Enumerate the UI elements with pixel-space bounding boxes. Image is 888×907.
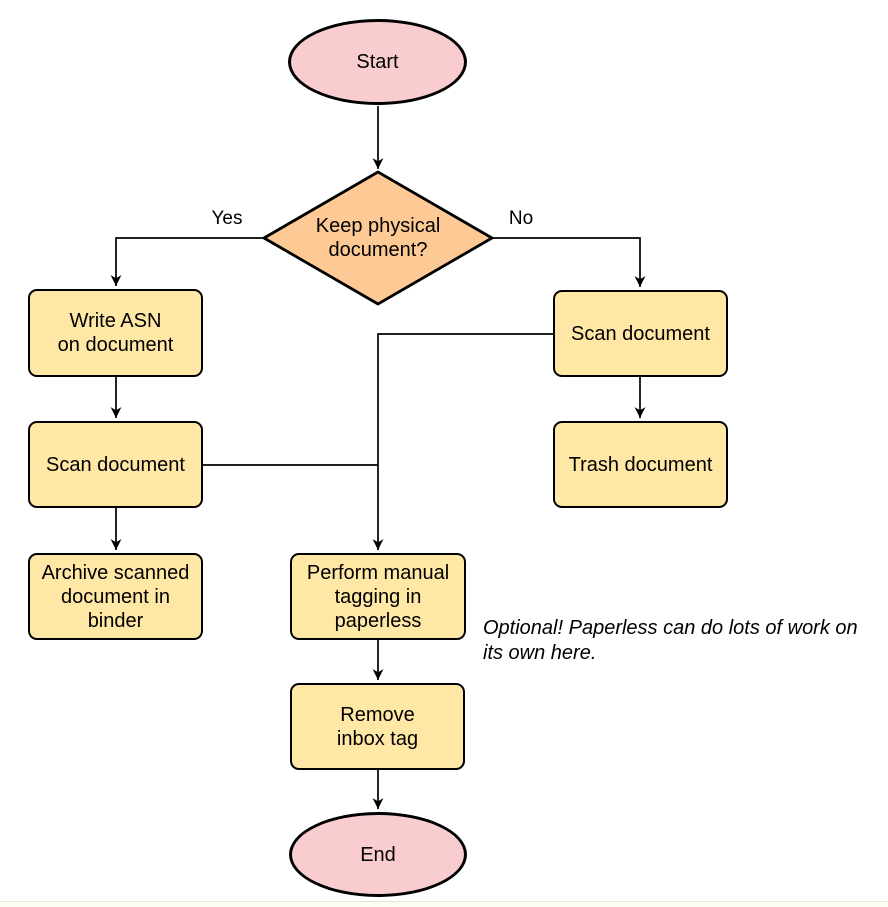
page-bottom-edge — [0, 901, 888, 907]
node-archive-binder: Archive scanned document in binder — [28, 553, 203, 640]
node-write-asn-label: Write ASN on document — [57, 310, 174, 356]
node-start-label: Start — [356, 51, 399, 73]
node-end-label: End — [360, 843, 396, 866]
no-label-text: No — [508, 208, 534, 229]
node-scan-document-left: Scan document — [28, 421, 203, 508]
node-trash-document: Trash document — [553, 421, 728, 508]
node-end: End — [289, 812, 467, 897]
node-scan-right-label: Scan document — [571, 322, 710, 345]
node-decision-label: Keep physical document? — [276, 198, 480, 278]
optional-note-text: Optional! Paperless can do lots of work … — [483, 617, 858, 664]
node-scan-document-right: Scan document — [553, 290, 728, 377]
edge-decision-yes-to-write-asn — [110, 237, 264, 286]
node-trash-label: Trash document — [568, 453, 713, 476]
node-archive-label: Archive scanned document in binder — [41, 561, 190, 632]
edge-decision-no-to-scan-right — [492, 237, 646, 287]
edge-label-yes: Yes — [203, 209, 251, 229]
node-scan-left-label: Scan document — [46, 453, 185, 476]
node-remove-inbox-tag: Remove inbox tag — [290, 683, 465, 770]
optional-note: Optional! Paperless can do lots of work … — [483, 591, 858, 666]
node-tagging-label: Perform manual tagging in paperless — [306, 561, 450, 632]
yes-label-text: Yes — [211, 208, 243, 229]
node-remove-inbox-label: Remove inbox tag — [336, 703, 419, 750]
edge-scan-right-to-tagging — [372, 333, 553, 550]
node-manual-tagging: Perform manual tagging in paperless — [290, 553, 466, 640]
node-write-asn: Write ASN on document — [28, 289, 203, 377]
decision-diamond-shape — [262, 170, 494, 306]
decision-label-text: Keep physical document? — [315, 215, 441, 261]
node-start: Start — [288, 19, 467, 105]
edge-label-no: No — [497, 209, 545, 229]
